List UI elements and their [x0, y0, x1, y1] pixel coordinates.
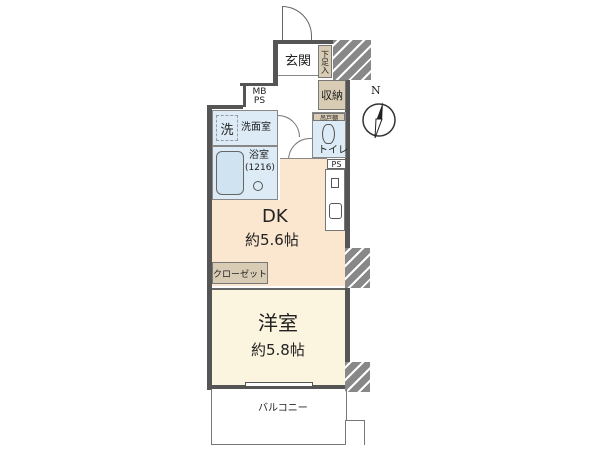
mb-ps: MB PS [243, 86, 273, 107]
balcony-notch [345, 420, 365, 445]
washroom: 洗 洗面室 [212, 110, 278, 146]
wall [273, 40, 333, 44]
wall [207, 105, 212, 390]
shoe-storage: 下足入 [318, 45, 332, 78]
compass-icon: N [359, 85, 399, 145]
toilet-room: 吊戸棚 トイレ [312, 112, 348, 158]
wall [240, 83, 278, 86]
ps: PS [327, 159, 346, 169]
closet: クローゼット [212, 262, 268, 284]
wall [207, 385, 350, 389]
stove-icon [331, 178, 339, 188]
western-room [212, 288, 345, 385]
washer-space: 洗 [216, 115, 238, 141]
wall [207, 105, 243, 109]
bathtub-icon [216, 151, 244, 195]
washroom-door [278, 115, 300, 137]
dining-kitchen [280, 158, 327, 201]
wall-column [345, 362, 370, 392]
wall [273, 40, 278, 85]
entrance-door [282, 6, 312, 42]
kitchen-counter [325, 169, 345, 231]
storage: 収納 [318, 80, 346, 110]
hanging-cabinet: 吊戸棚 [313, 113, 345, 122]
drain-icon [253, 181, 263, 191]
wall-column [345, 248, 370, 288]
toilet-door [288, 138, 312, 160]
entrance: 玄関 [278, 44, 318, 76]
balcony [211, 389, 347, 445]
wall [345, 80, 350, 390]
sink-icon [329, 203, 342, 219]
wall-column [333, 40, 371, 80]
bathroom: 浴室 (1216) [212, 146, 278, 200]
toilet-icon [322, 124, 335, 144]
window [245, 382, 313, 387]
